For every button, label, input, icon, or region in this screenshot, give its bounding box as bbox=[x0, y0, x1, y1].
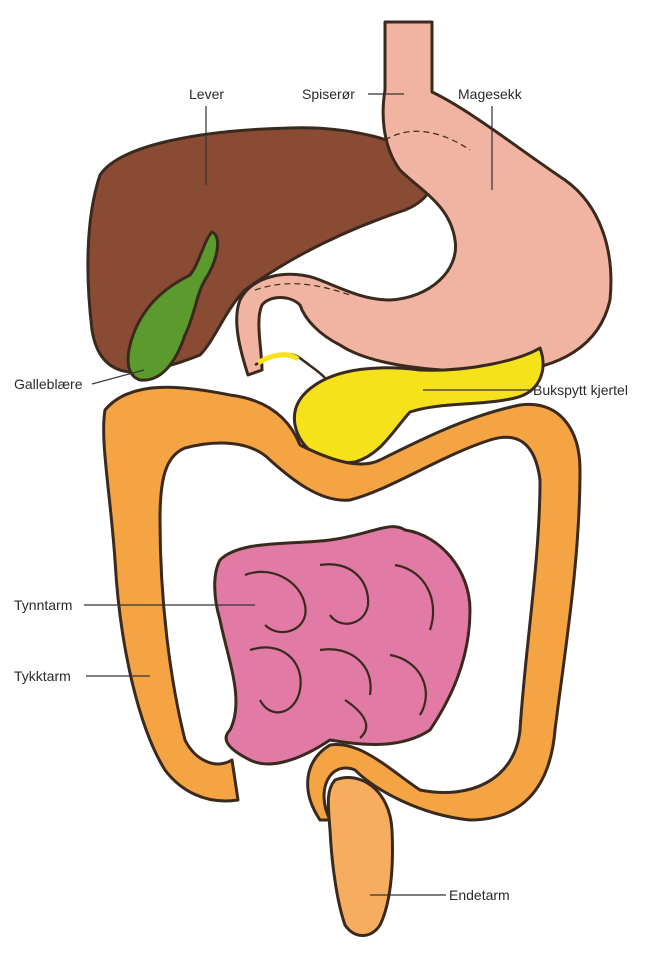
label-spiseror: Spiserør bbox=[302, 86, 355, 102]
bile-duct-fill bbox=[258, 355, 298, 363]
small-intestine bbox=[215, 527, 470, 764]
label-endetarm: Endetarm bbox=[449, 887, 510, 903]
label-galleblaere: Galleblære bbox=[14, 376, 83, 392]
label-lever: Lever bbox=[189, 86, 224, 102]
label-tynntarm: Tynntarm bbox=[14, 597, 72, 613]
rectum bbox=[328, 777, 392, 935]
label-tykktarm: Tykktarm bbox=[14, 668, 71, 684]
label-bukspyttkjertel: Bukspytt kjertel bbox=[533, 382, 628, 398]
label-magesekk: Magesekk bbox=[458, 86, 523, 102]
